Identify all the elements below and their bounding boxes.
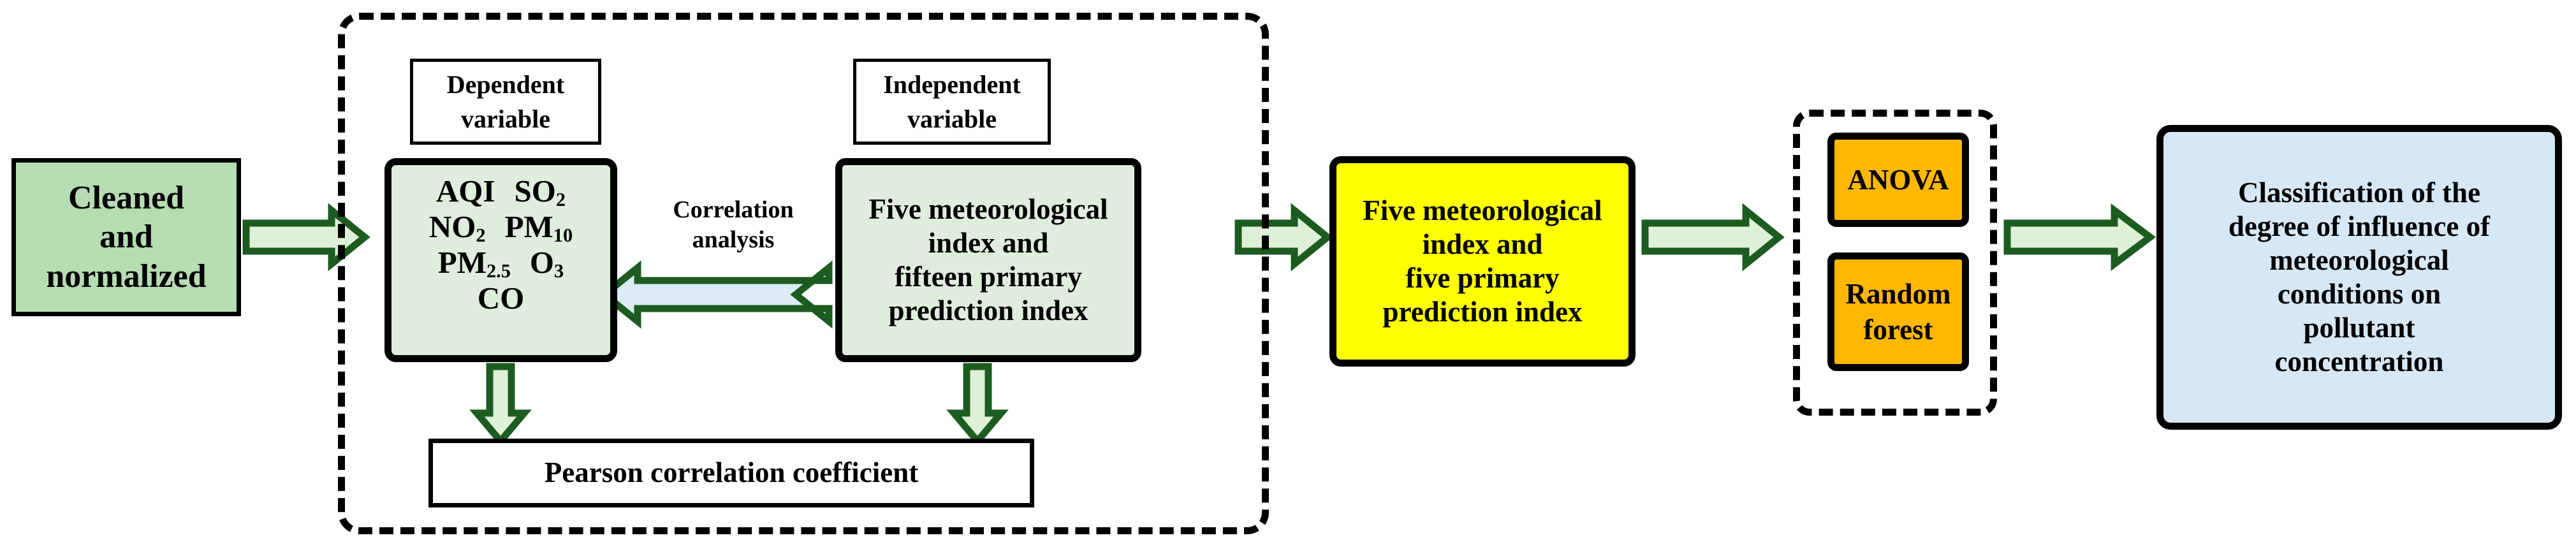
- pollutant-so2: SO2: [514, 173, 566, 210]
- pollutant-co: CO: [477, 281, 525, 316]
- random-forest-line-2: forest: [1863, 314, 1933, 346]
- dashed-group-correlation-analysis: [338, 13, 1269, 534]
- pollutant-no2: NO2: [428, 209, 486, 246]
- node-dependent-pollutant-list[interactable]: AQI SO2 NO2 PM10 PM2.5 O3 CO: [384, 158, 617, 362]
- pollutant-row: CO: [392, 282, 610, 314]
- fifteen-line-1: Five meteorological: [868, 193, 1108, 225]
- yellow-line-2: index and: [1422, 228, 1543, 260]
- node-classification-result[interactable]: Classification of the degree of influenc…: [2156, 125, 2562, 430]
- node-cleaned-and-normalized[interactable]: Cleaned and normalized: [11, 158, 241, 316]
- dependent-line-2: variable: [461, 104, 550, 133]
- node-random-forest[interactable]: Random forest: [1827, 252, 1969, 371]
- cleaned-line-1: Cleaned: [68, 179, 184, 216]
- block-arrow-right-icon-models-to-classification: [2003, 203, 2156, 271]
- fifteen-line-3: fifteen primary: [895, 261, 1082, 293]
- pollutant-o3: O3: [529, 245, 564, 282]
- fifteen-line-2: index and: [928, 226, 1049, 259]
- classification-line-4: conditions on: [2277, 278, 2441, 310]
- label-independent-variable: Independent variable: [853, 59, 1051, 145]
- correlation-line-2: analysis: [692, 226, 775, 253]
- yellow-line-1: Five meteorological: [1363, 194, 1602, 226]
- random-forest-line-1: Random: [1845, 277, 1951, 310]
- cleaned-line-2: and: [99, 219, 153, 256]
- pearson-line-1: Pearson correlation coefficient: [544, 456, 919, 489]
- classification-line-1: Classification of the: [2238, 176, 2480, 208]
- node-fifteen-primary-prediction-index[interactable]: Five meteorological index and fifteen pr…: [835, 158, 1141, 362]
- independent-line-2: variable: [907, 104, 997, 133]
- node-anova[interactable]: ANOVA: [1827, 133, 1969, 227]
- block-arrow-right-icon-yellow-to-models: [1641, 203, 1785, 272]
- yellow-line-4: prediction index: [1382, 296, 1583, 328]
- pollutant-row: AQI SO2: [392, 173, 610, 210]
- independent-line-1: Independent: [883, 69, 1021, 99]
- correlation-line-1: Correlation: [673, 196, 794, 223]
- fifteen-line-4: prediction index: [888, 295, 1088, 327]
- pollutant-pm25: PM2.5: [437, 245, 511, 282]
- classification-line-6: concentration: [2274, 346, 2444, 378]
- classification-line-3: meteorological: [2269, 244, 2449, 276]
- pollutant-aqi: AQI: [435, 173, 495, 208]
- node-pearson-correlation-coefficient[interactable]: Pearson correlation coefficient: [428, 439, 1034, 507]
- node-five-primary-prediction-index[interactable]: Five meteorological index and five prima…: [1329, 156, 1636, 367]
- yellow-line-3: five primary: [1405, 262, 1560, 294]
- caption-correlation-analysis: Correlation analysis: [638, 190, 829, 260]
- dependent-line-1: Dependent: [446, 69, 565, 99]
- classification-line-2: degree of influence of: [2228, 210, 2491, 242]
- pollutant-pm10: PM10: [504, 209, 573, 246]
- label-dependent-variable: Dependent variable: [410, 59, 601, 145]
- classification-line-5: pollutant: [2303, 312, 2415, 344]
- pollutant-row: NO2 PM10: [392, 209, 610, 246]
- pollutant-row: PM2.5 O3: [392, 245, 610, 282]
- anova-label: ANOVA: [1847, 163, 1949, 196]
- cleaned-line-3: normalized: [46, 258, 207, 295]
- dashed-group-models: [1793, 110, 1997, 416]
